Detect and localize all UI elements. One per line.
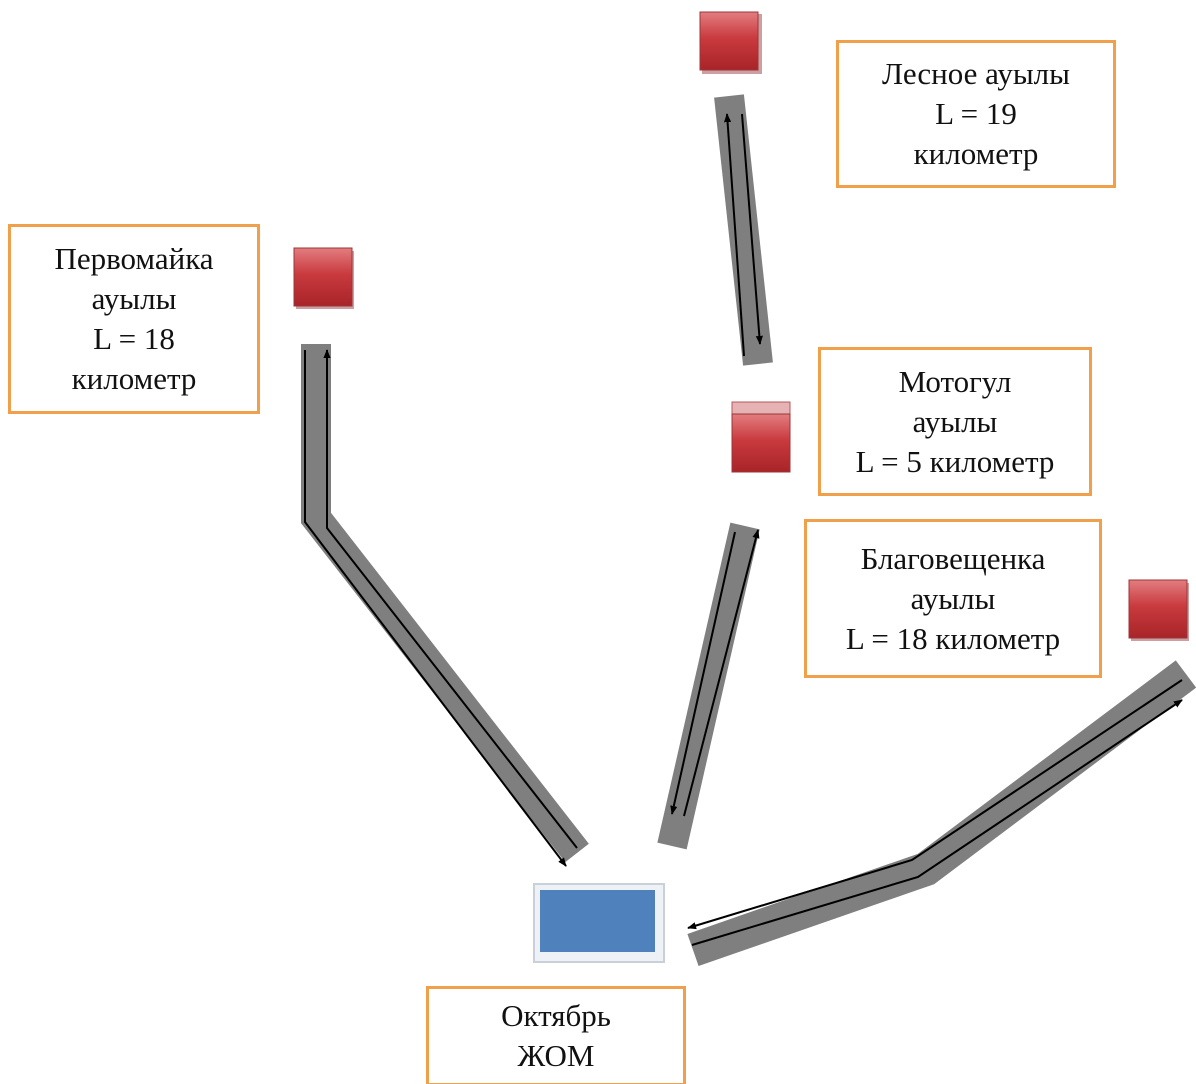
road-lesnoe	[714, 94, 773, 366]
label-motogul: Мотогул ауылы L = 5 километр	[818, 347, 1092, 496]
label-blagoveshchenka-line-1: Благовещенка	[860, 540, 1046, 576]
label-pervomaika: Первомайка ауылы L = 18 километр	[8, 224, 260, 414]
label-lesnoe-line-2: L = 19	[935, 96, 1017, 131]
label-blagoveshchenka: Благовещенка ауылы L = 18 километр	[804, 519, 1102, 678]
roads	[301, 94, 1196, 967]
label-blagoveshchenka-line-3: L = 18 километр	[845, 620, 1061, 656]
label-lesnoe: Лесное ауылы L = 19 километр	[836, 40, 1116, 188]
marker-lesnoe	[699, 11, 762, 74]
label-motogul-line-2: ауылы	[912, 403, 998, 439]
arrow-motogul-down	[670, 531, 736, 815]
direction-arrows	[304, 113, 1183, 946]
label-blagoveshchenka-line-2: ауылы	[910, 580, 996, 616]
label-oktyabr-line-1: Октябрь	[501, 998, 611, 1033]
marker-motogul	[731, 401, 791, 473]
marker-oktyabr-hub	[533, 883, 665, 963]
arrow-pervomaika-outbound	[304, 350, 567, 867]
label-lesnoe-line-1: Лесное ауылы	[882, 56, 1070, 91]
marker-blagoveshchenka	[1128, 579, 1189, 641]
label-pervomaika-line-2: ауылы	[91, 281, 177, 316]
village-markers	[293, 11, 1189, 641]
arrow-blagoveshchenka-out	[691, 699, 1183, 946]
road-blagoveshchenka	[687, 660, 1196, 967]
label-lesnoe-line-3: километр	[913, 136, 1039, 171]
label-pervomaika-line-3: L = 18	[93, 321, 175, 356]
label-motogul-line-1: Мотогул	[898, 363, 1012, 399]
arrow-motogul-up	[683, 529, 760, 817]
label-pervomaika-line-4: километр	[71, 361, 197, 396]
label-pervomaika-line-1: Первомайка	[54, 241, 214, 276]
marker-pervomaika	[293, 247, 354, 309]
arrow-blagoveshchenka-in	[687, 679, 1183, 930]
road-pervomaika	[301, 344, 589, 863]
arrow-lesnoe-up	[723, 113, 745, 357]
label-oktyabr: Октябрь ЖОМ	[426, 986, 686, 1084]
arrow-pervomaika-return	[323, 349, 578, 849]
arrow-lesnoe-down	[741, 113, 763, 345]
label-motogul-line-3: L = 5 километр	[855, 443, 1055, 479]
label-oktyabr-line-2: ЖОМ	[517, 1038, 595, 1073]
road-motogul	[657, 522, 760, 850]
